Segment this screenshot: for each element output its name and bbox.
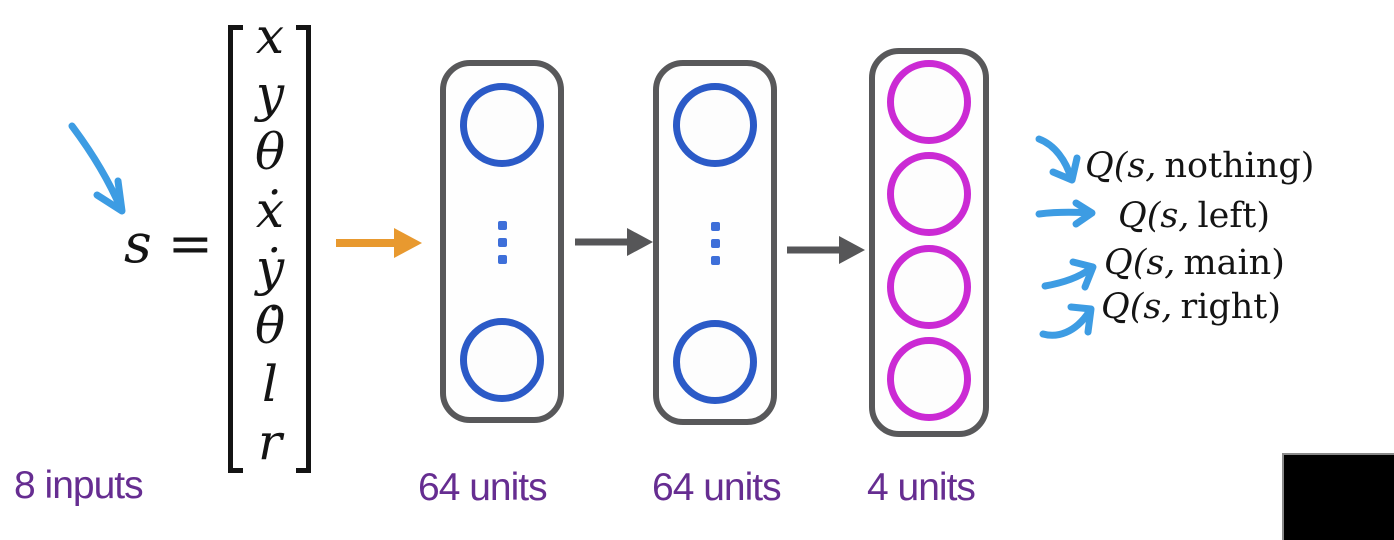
q-value-action: right) <box>1180 287 1282 327</box>
ellipsis-dot <box>497 238 507 247</box>
input-arrow-icon <box>336 228 422 258</box>
q-value-label: Q(s,nothing) <box>1085 146 1314 186</box>
equals-sign: = <box>167 212 213 275</box>
output-layer <box>869 48 989 437</box>
q-value-prefix: Q(s, <box>1101 287 1173 327</box>
q-value-prefix: Q(s, <box>1085 146 1157 186</box>
q-value-arrow-icon <box>1041 258 1097 291</box>
ellipsis-dot <box>497 221 507 230</box>
vector-entry: y <box>255 65 285 123</box>
vector-entry: l <box>262 355 278 413</box>
q-value-label: Q(s,main) <box>1104 243 1285 283</box>
neuron-node <box>887 244 971 329</box>
q-value-action: left) <box>1197 196 1271 236</box>
inputs-count-label: 8 inputs <box>14 464 144 507</box>
state-equation: s = <box>124 212 213 275</box>
vector-left-bracket <box>228 25 243 473</box>
ellipsis-dot <box>497 255 507 264</box>
vector-entry: θ <box>254 123 286 181</box>
neuron-node <box>673 320 757 404</box>
vector-right-bracket <box>296 25 311 473</box>
q-value-prefix: Q(s, <box>1118 196 1190 236</box>
neuron-node <box>887 152 971 237</box>
neuron-node <box>460 83 544 167</box>
vector-entry: r <box>258 413 282 471</box>
layer-arrow-icon <box>787 236 865 264</box>
neuron-node <box>673 83 757 167</box>
video-overlay-box <box>1282 453 1394 540</box>
ellipsis-dots <box>710 222 720 265</box>
vector-entry: x <box>255 7 285 65</box>
layer-arrow-icon <box>575 228 653 256</box>
ellipsis-dot <box>710 256 720 265</box>
ellipsis-dots <box>497 221 507 264</box>
input-annotation-arrow-icon <box>68 122 126 215</box>
units-label-layer-1: 64 units <box>418 466 548 509</box>
vector-entry: ẋ <box>255 181 285 239</box>
units-label-layer-2: 64 units <box>652 466 782 509</box>
neuron-node <box>460 318 544 402</box>
q-value-label: Q(s,left) <box>1118 196 1270 236</box>
ellipsis-dot <box>710 222 720 231</box>
q-value-arrow-icon <box>1035 135 1081 184</box>
units-label-output: 4 units <box>867 466 976 509</box>
neuron-node <box>887 60 971 144</box>
vector-entry: ẏ <box>255 239 285 297</box>
q-value-label: Q(s,right) <box>1101 287 1281 327</box>
hidden-layer-2 <box>653 60 777 425</box>
q-value-prefix: Q(s, <box>1104 243 1176 283</box>
vector-entry: θ̇ <box>254 297 286 355</box>
ellipsis-dot <box>710 239 720 248</box>
neuron-node <box>887 336 971 421</box>
q-value-action: main) <box>1183 243 1285 283</box>
q-value-arrow-icon <box>1039 303 1095 339</box>
q-value-action: nothing) <box>1164 146 1315 186</box>
q-value-arrow-icon <box>1035 199 1096 228</box>
state-vector: x y θ ẋ ẏ θ̇ l r <box>243 10 297 468</box>
state-symbol: s <box>124 212 152 275</box>
hidden-layer-1 <box>440 60 564 423</box>
